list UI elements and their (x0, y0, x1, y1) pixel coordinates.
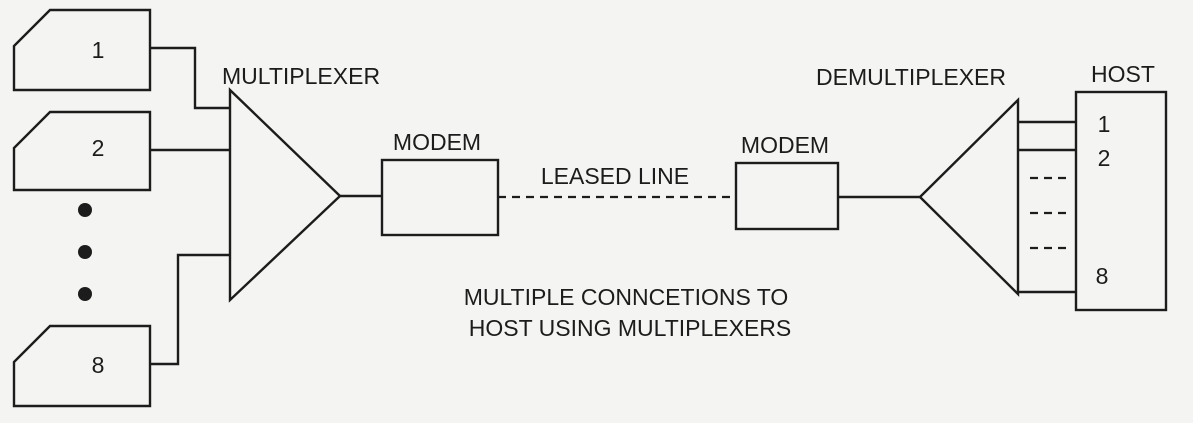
host-label: HOST (1091, 61, 1155, 87)
modem-left-box (380, 158, 500, 237)
ellipsis-dot (78, 203, 92, 217)
host-port-8-label: 8 (1096, 263, 1109, 289)
caption-line-2: HOST USING MULTIPLEXERS (469, 315, 792, 341)
terminal-2-label: 2 (92, 135, 105, 161)
host-box (1074, 90, 1168, 312)
modem-right-box (734, 161, 840, 231)
leased-line-label: LEASED LINE (541, 163, 689, 189)
demultiplexer-label: DEMULTIPLEXER (816, 64, 1006, 90)
ellipsis-dot (78, 287, 92, 301)
terminal-1-label: 1 (92, 37, 105, 63)
terminal-2: 2 (12, 110, 152, 192)
demultiplexer-triangle (918, 97, 1020, 297)
terminal-1: 1 (12, 8, 152, 92)
connector-terminal-1 (150, 46, 230, 110)
host-port-2-label: 2 (1098, 145, 1111, 171)
modem-right-label: MODEM (741, 132, 829, 158)
multiplexer-label: MULTIPLEXER (222, 63, 380, 89)
multiplexer-triangle (228, 87, 342, 303)
host-port-1-label: 1 (1098, 111, 1111, 137)
modem-left-label: MODEM (393, 129, 481, 155)
terminal-8: 8 (12, 324, 152, 408)
terminal-8-label: 8 (92, 352, 105, 378)
caption-line-1: MULTIPLE CONNCETIONS TO (464, 284, 789, 310)
connector-terminal-8 (150, 253, 230, 366)
ellipsis-dot (78, 245, 92, 259)
